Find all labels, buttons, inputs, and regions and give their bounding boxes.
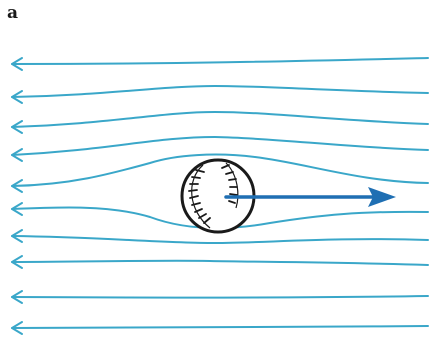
streamline bbox=[12, 236, 428, 243]
streamline bbox=[12, 112, 428, 127]
streamline bbox=[12, 58, 428, 64]
streamline bbox=[12, 137, 428, 155]
streamline bbox=[12, 261, 428, 265]
streamline bbox=[12, 296, 428, 298]
streamline bbox=[12, 326, 428, 328]
streamline bbox=[12, 86, 428, 97]
